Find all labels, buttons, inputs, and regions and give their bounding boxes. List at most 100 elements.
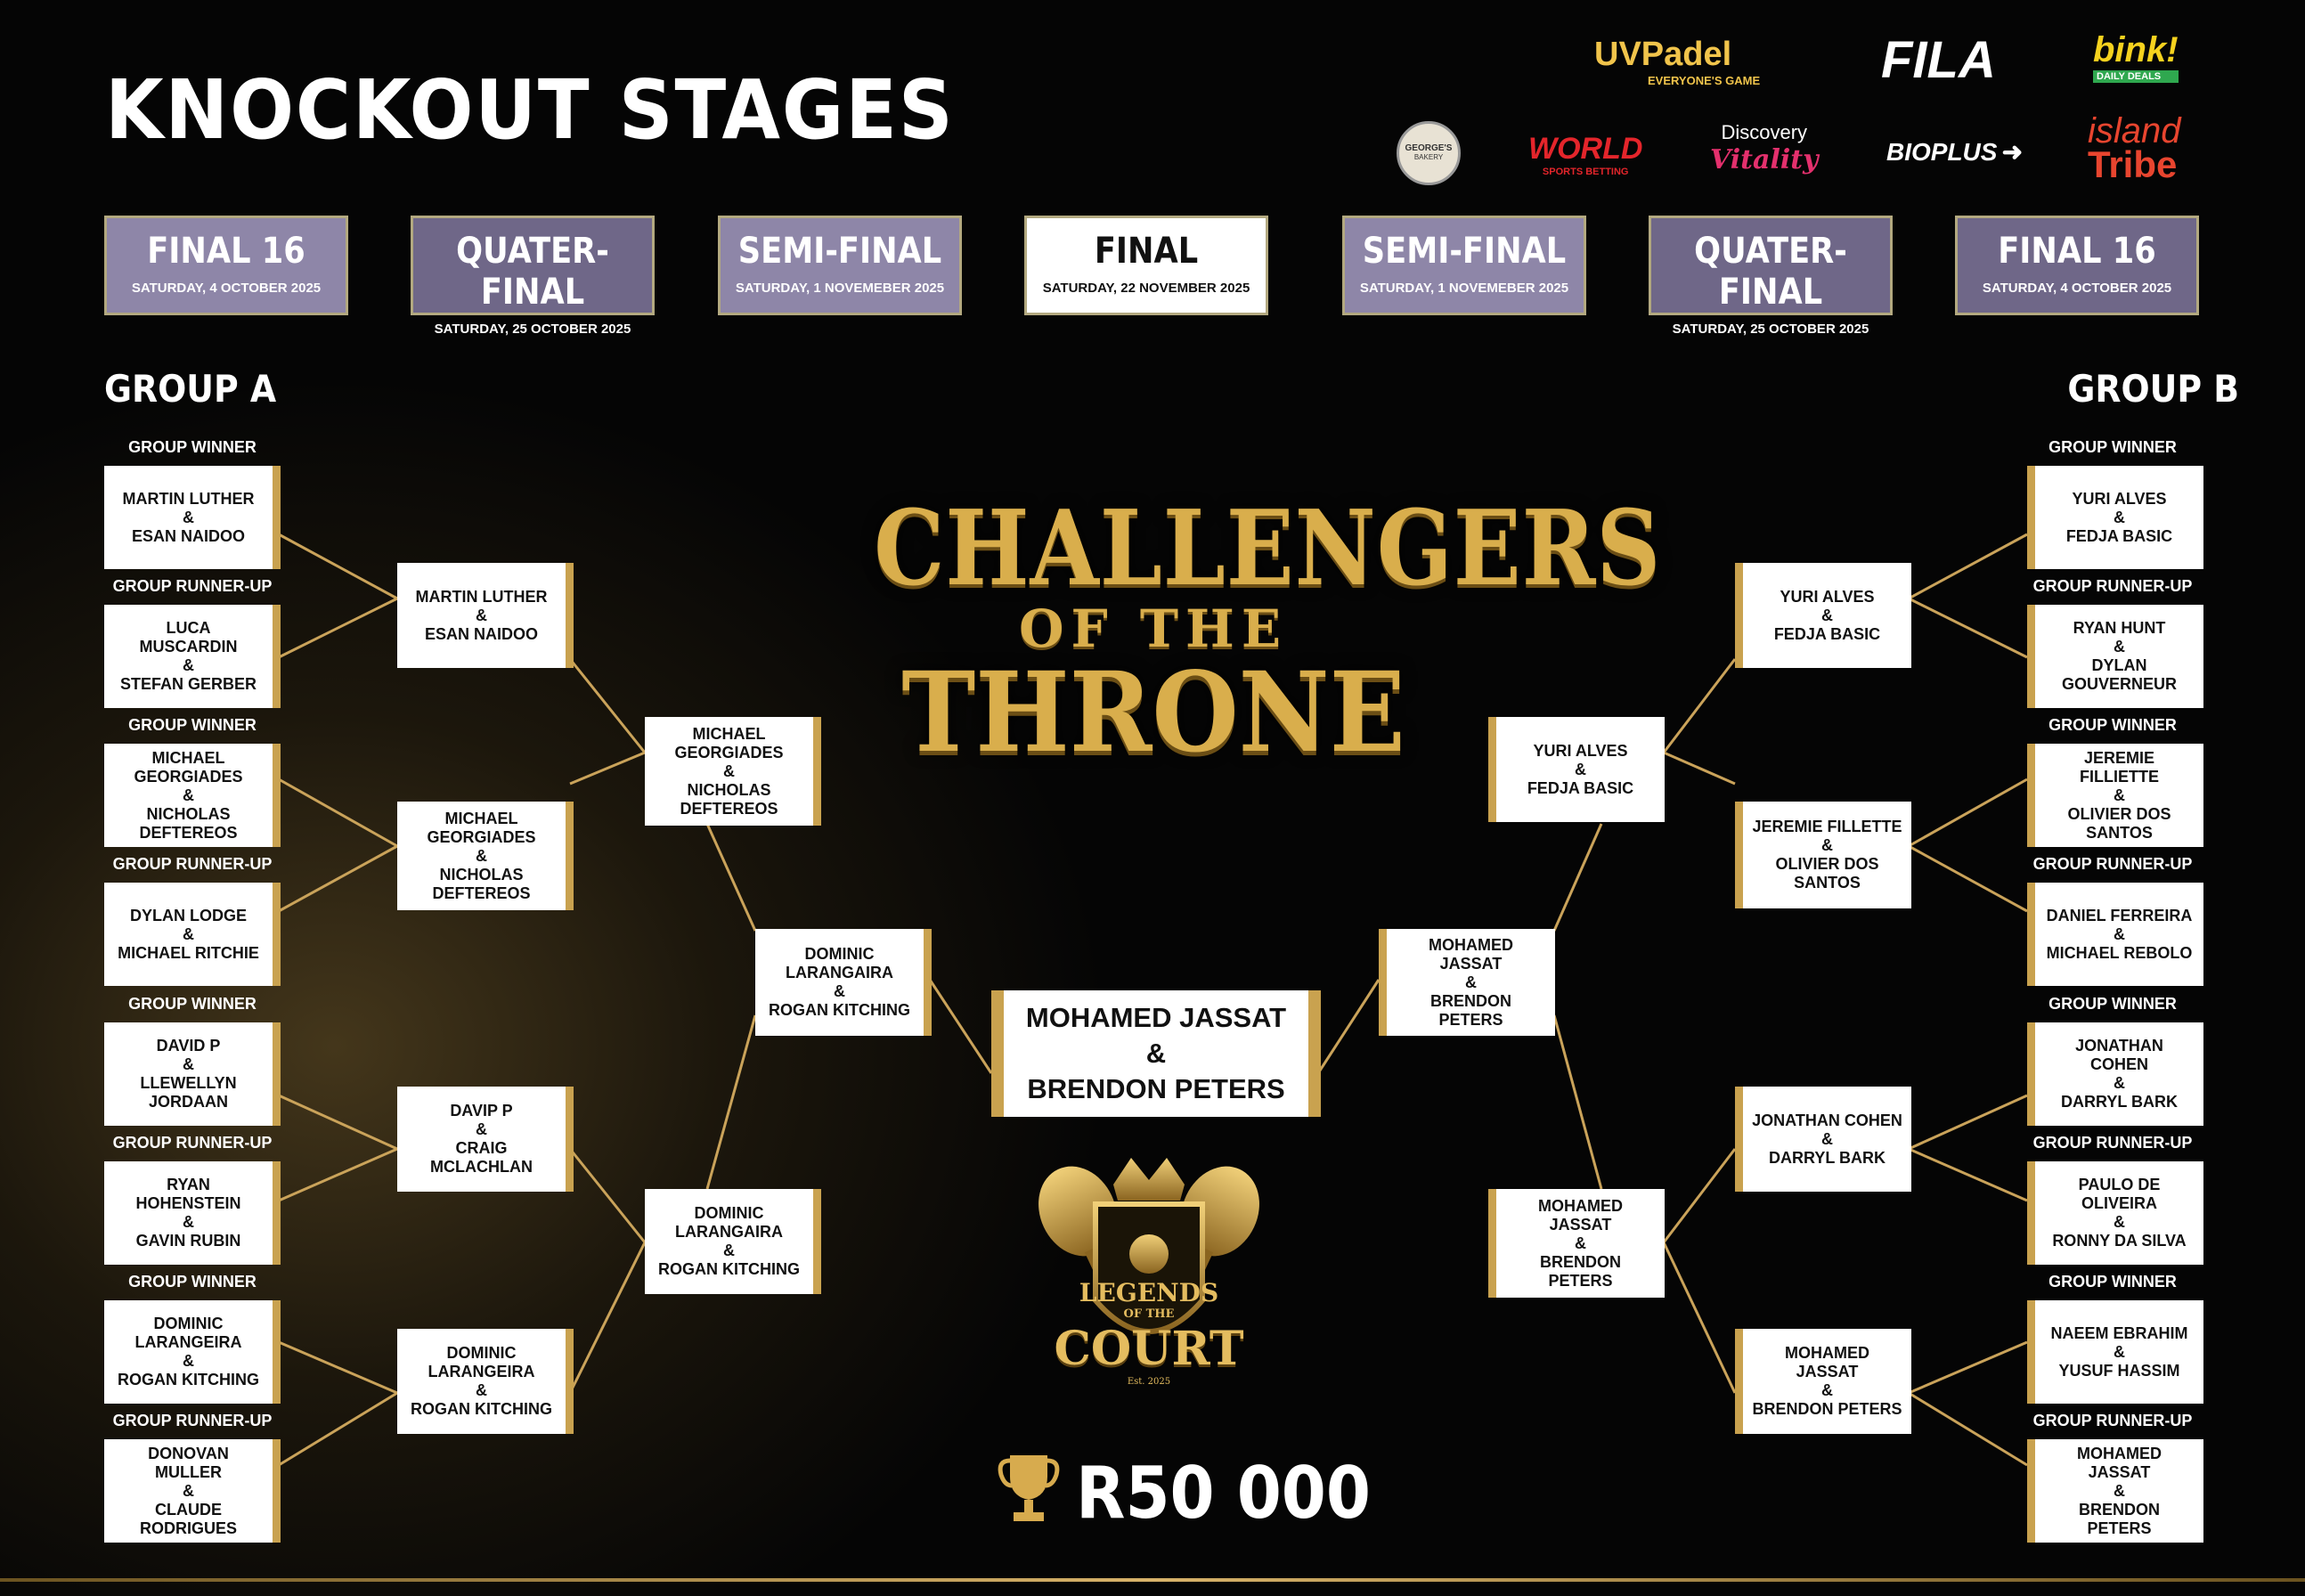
group-a-title: GROUP A [104,367,277,411]
label-group-winner: GROUP WINNER [2048,1273,2177,1291]
team-box-finalist-a[interactable]: DOMINIC LARANGAIRA & ROGAN KITCHING [755,929,932,1036]
stage-header-semifinal-b: SEMI-FINAL SATURDAY, 1 NOVEMEBER 2025 [1342,216,1586,315]
bracket-line [278,533,398,600]
bracket-line [568,658,647,753]
label-group-winner: GROUP WINNER [128,1273,257,1291]
team-box-qf-a3[interactable]: DAVIP P & CRAIG MCLACHLAN [397,1087,574,1192]
bink-logo: bink! [2093,30,2179,69]
bioplus-logo: BIOPLUS [1886,138,1998,166]
bracket-line [1662,1148,1737,1243]
badge-line1: LEGENDS [1079,1278,1219,1307]
team-box-r16-a3[interactable]: MICHAEL GEORGIADES & NICHOLAS DEFTEREOS [104,744,281,847]
island-logo: island [2088,111,2181,151]
team-box-r16-b1[interactable]: YURI ALVES & FEDJA BASIC [2027,466,2203,569]
label-group-winner: GROUP WINNER [2048,438,2177,456]
bracket-line [278,1340,398,1395]
stage-date: SATURDAY, 25 OCTOBER 2025 [1672,322,1869,337]
label-group-runner-up: GROUP RUNNER-UP [2032,855,2193,873]
stage-header-final16-a: FINAL 16 SATURDAY, 4 OCTOBER 2025 [104,216,348,315]
badge-line2: OF THE [1123,1307,1175,1321]
bracket-line [278,597,398,659]
team-box-r16-a1[interactable]: MARTIN LUTHER & ESAN NAIDOO [104,466,281,569]
bracket-line [1663,751,1736,786]
champion-box[interactable]: MOHAMED JASSAT & BRENDON PETERS [991,990,1321,1117]
team-box-r16-b5[interactable]: JONATHAN COHEN & DARRYL BARK [2027,1022,2203,1126]
team-box-r16-a6[interactable]: RYAN HOHENSTEIN & GAVIN RUBIN [104,1161,281,1265]
stage-date: SATURDAY, 22 NOVEMBER 2025 [1042,281,1250,296]
team-box-sf-a2[interactable]: DOMINIC LARANGAIRA & ROGAN KITCHING [645,1189,821,1294]
bracket-line [568,1242,647,1394]
team-box-r16-b3[interactable]: JEREMIE FILLIETTE & OLIVIER DOS SANTOS [2027,744,2203,847]
uvpadel-logo: UVPadel [1594,36,1732,73]
team-box-qf-b3[interactable]: JONATHAN COHEN & DARRYL BARK [1735,1087,1911,1192]
stage-header-semifinal-a: SEMI-FINAL SATURDAY, 1 NOVEMEBER 2025 [718,216,962,315]
team-box-r16-a7[interactable]: DOMINIC LARANGEIRA & ROGAN KITCHING [104,1300,281,1404]
team-box-qf-b2[interactable]: JEREMIE FILLETTE & OLIVIER DOS SANTOS [1735,802,1911,908]
bracket-line [1908,1147,2028,1202]
team-box-qf-b1[interactable]: YURI ALVES & FEDJA BASIC [1735,563,1911,668]
team-box-r16-b4[interactable]: DANIEL FERREIRA & MICHAEL REBOLO [2027,883,2203,986]
team-box-r16-a4[interactable]: DYLAN LODGE & MICHAEL RITCHIE [104,883,281,986]
sponsor-bioplus: BIOPLUS ➜ [1886,137,2023,167]
badge-est: Est. 2025 [1127,1377,1171,1387]
bracket-line [1908,1340,2028,1395]
bink-tagline: DAILY DEALS [2093,70,2179,83]
prize-amount: R50 000 [1076,1452,1372,1535]
bracket-line [928,979,993,1074]
world-tagline: SPORTS BETTING [1542,167,1629,177]
crown-paddles-icon [1038,1158,1259,1334]
bracket-line [1908,778,2028,848]
team-box-qf-a2[interactable]: MICHAEL GEORGIADES & NICHOLAS DEFTEREOS [397,802,574,910]
stage-date: SATURDAY, 4 OCTOBER 2025 [131,281,322,296]
stage-name: FINAL 16 [147,231,305,272]
team-box-qf-b4[interactable]: MOHAMED JASSAT & BRENDON PETERS [1735,1329,1911,1434]
bracket-line [278,778,398,848]
sponsor-georges-bakery: GEORGE'S BAKERY [1397,121,1461,185]
event-logo-line3: THRONE [901,648,1405,778]
team-box-qf-a1[interactable]: MARTIN LUTHER & ESAN NAIDOO [397,563,574,668]
team-box-r16-b2[interactable]: RYAN HUNT & DYLAN GOUVERNEUR [2027,605,2203,708]
discovery-logo: Discovery [1721,121,1808,143]
georges-tagline: BAKERY [1413,153,1444,161]
uvpadel-tagline: EVERYONE'S GAME [1648,74,1761,87]
georges-logo: GEORGE'S [1405,143,1453,153]
team-box-r16-b6[interactable]: PAULO DE OLIVEIRA & RONNY DA SILVA [2027,1161,2203,1265]
stage-header-quarterfinal-b: QUATER-FINAL SATURDAY, 25 OCTOBER 2025 [1649,216,1893,337]
bracket-line [1908,1094,2028,1151]
legends-badge: LEGENDS OF THE COURT Est. 2025 [1015,1149,1283,1407]
team-box-r16-b7[interactable]: NAEEM EBRAHIM & YUSUF HASSIM [2027,1300,2203,1404]
sponsor-discovery-vitality: Discovery Vitality [1710,121,1819,175]
label-group-winner: GROUP WINNER [128,716,257,734]
tribe-logo: Tribe [2088,143,2178,185]
bracket-line [1662,1242,1737,1394]
bracket-line [1908,1391,2028,1467]
label-group-runner-up: GROUP RUNNER-UP [112,1412,273,1429]
page-title: KNOCKOUT STAGES [105,62,955,158]
team-box-r16-a8[interactable]: DONOVAN MULLER & CLAUDE RODRIGUES [104,1439,281,1543]
team-box-r16-a5[interactable]: DAVID P & LLEWELLYN JORDAAN [104,1022,281,1126]
bracket-line [568,1148,647,1243]
team-box-finalist-b[interactable]: MOHAMED JASSAT & BRENDON PETERS [1379,929,1555,1036]
sponsor-fila: FILA [1881,31,1996,89]
team-box-sf-b2[interactable]: MOHAMED JASSAT & BRENDON PETERS [1488,1189,1665,1298]
team-box-r16-b8[interactable]: MOHAMED JASSAT & BRENDON PETERS [2027,1439,2203,1543]
sponsor-bink: bink! DAILY DEALS [2093,30,2179,83]
bracket-line [278,1147,398,1202]
stage-header-final: FINAL SATURDAY, 22 NOVEMBER 2025 [1024,216,1268,315]
team-box-sf-b1[interactable]: YURI ALVES & FEDJA BASIC [1488,717,1665,822]
stage-name: FINAL 16 [1998,231,2156,272]
team-box-r16-a2[interactable]: LUCA MUSCARDIN & STEFAN GERBER [104,605,281,708]
stage-name: SEMI-FINAL [737,231,942,272]
sponsor-world-sports-betting: WORLD SPORTS BETTING [1528,132,1642,177]
stage-name: QUATER-FINAL [456,231,609,313]
team-box-qf-a4[interactable]: DOMINIC LARANGEIRA & ROGAN KITCHING [397,1329,574,1434]
stage-date: SATURDAY, 4 OCTOBER 2025 [1982,281,2172,296]
bracket-line [278,1391,398,1467]
stage-name: QUATER-FINAL [1694,231,1847,313]
stage-date: SATURDAY, 1 NOVEMEBER 2025 [1359,281,1569,296]
bracket-line [1908,597,2028,659]
stage-date: SATURDAY, 1 NOVEMEBER 2025 [735,281,945,296]
bracket-line [1316,979,1381,1074]
team-box-sf-a1[interactable]: MICHAEL GEORGIADES & NICHOLAS DEFTEREOS [645,717,821,826]
